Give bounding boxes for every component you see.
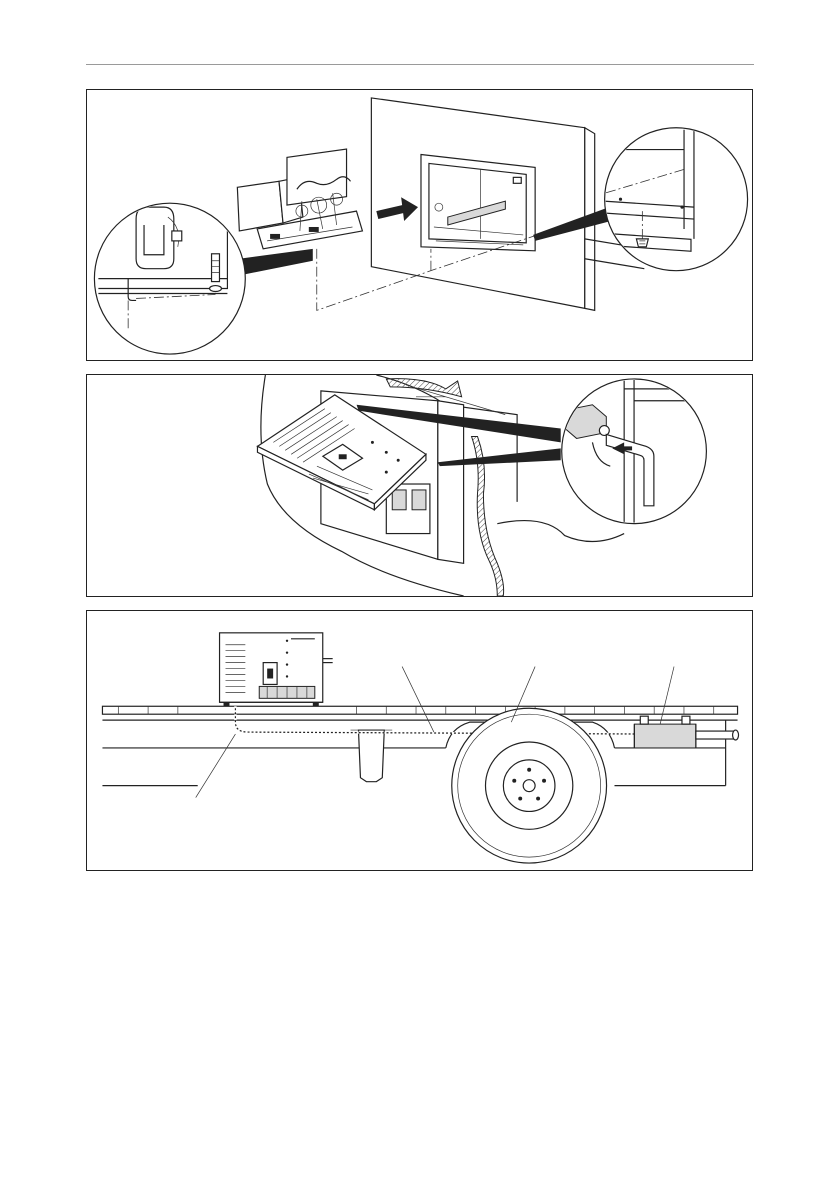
- wheel: [452, 708, 607, 863]
- installation-drawing-icon: [87, 90, 752, 360]
- figure-installation-into-cutout: [86, 89, 753, 361]
- figure-front-panel-fitting: [86, 374, 753, 597]
- heater-box: [220, 633, 333, 706]
- front-panel-drawing-icon: [87, 375, 752, 596]
- exhaust-silencer: [634, 716, 738, 748]
- header-rule: [86, 64, 754, 65]
- hex-key-detail-callout: [562, 375, 724, 534]
- heater-unit: [237, 149, 362, 249]
- figure-vehicle-exhaust-routing: [86, 610, 753, 871]
- vehicle-underfloor-drawing-icon: [87, 611, 752, 870]
